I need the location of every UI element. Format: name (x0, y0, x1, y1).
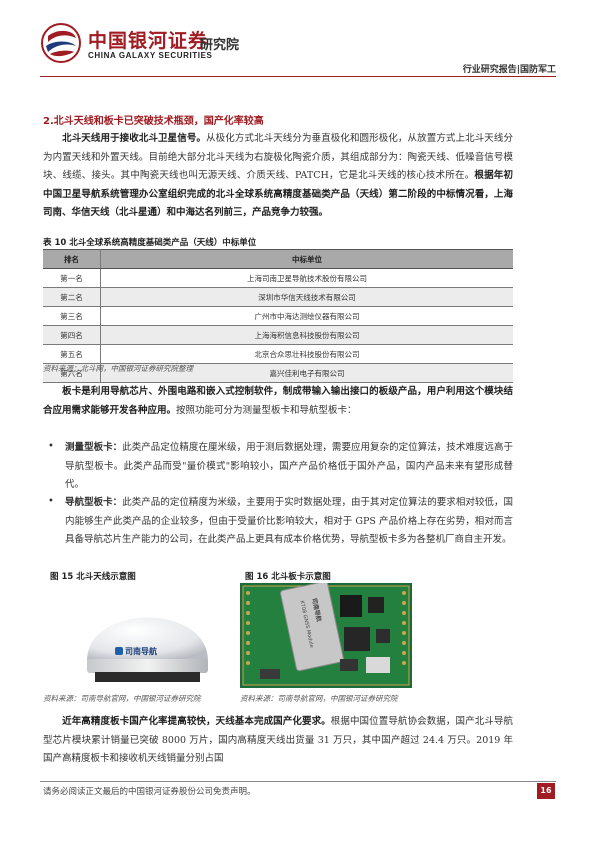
paragraph-antenna: 北斗天线用于接收北斗卫星信号。从极化方式北斗天线分为垂直极化和圆形极化，从放置方… (43, 130, 513, 223)
table-row: 第四名上海海积信息科技股份有限公司 (43, 325, 513, 345)
footer-disclaimer: 请务必阅读正文最后的中国银河证券股份公司免责声明。 (43, 787, 256, 797)
paragraph-localization: 近年高精度板卡国产化率提高较快，天线基本完成国产化要求。根据中国位置导航协会数据… (43, 713, 513, 769)
bullet-marker: • (48, 496, 54, 507)
table-cell-company: 深圳市华信天线技术有限公司 (100, 287, 513, 307)
figure-16-source: 资料来源：司南导航官网，中国银河证券研究院 (240, 694, 398, 703)
table-source: 资料来源：北斗网，中国银河证券研究院整理 (43, 364, 193, 373)
paragraph-lead: 近年高精度板卡国产化率提高较快，天线基本完成国产化要求。 (62, 716, 331, 727)
winners-table: 排名 中标单位 第一名上海司南卫星导航技术股份有限公司 第二名深圳市华信天线技术… (43, 249, 513, 383)
paragraph-lead: 板卡是利用导航芯片、外围电路和嵌入式控制软件，制成带输入输出接口的板级产品，用户… (43, 386, 513, 416)
bullet-nav-board: 导航型板卡：此类产品的定位精度为米级，主要用于实时数据处理，由于其对定位算法的要… (65, 494, 513, 550)
figure-16-caption: 图 16 北斗板卡示意图 (245, 572, 331, 582)
table-cell-company: 广州市中海达测绘仪器有限公司 (100, 306, 513, 326)
table-row: 第五名北京合众思壮科技股份有限公司 (43, 344, 513, 364)
table-row: 第一名上海司南卫星导航技术股份有限公司 (43, 268, 513, 288)
figure-15-caption: 图 15 北斗天线示意图 (50, 572, 136, 582)
bullet-body: 此类产品定位精度在厘米级，用于测后数据处理，需要应用复杂的定位算法，技术难度远高… (65, 442, 513, 491)
bullet-body: 此类产品的定位精度为米级，主要用于实时数据处理，由于其对定位算法的要求相对较低，… (65, 497, 513, 546)
table-row: 第六名嘉兴佳利电子有限公司 (43, 363, 513, 383)
table-row: 第三名广州市中海达测绘仪器有限公司 (43, 306, 513, 326)
logo-text: 中国银河证券 (88, 30, 209, 52)
logo-english: CHINA GALAXY SECURITIES (88, 51, 213, 60)
table-cell-rank: 第三名 (43, 306, 101, 326)
table-caption: 表 10 北斗全球系统高精度基础类产品（天线）中标单位 (43, 238, 257, 248)
antenna-image: 司南导航 (87, 617, 208, 682)
table-cell-rank: 第六名 (43, 363, 101, 383)
figure-15-source: 资料来源：司南导航官网，中国银河证券研究院 (43, 694, 201, 703)
table-header-company: 中标单位 (100, 249, 513, 269)
table-cell-rank: 第四名 (43, 325, 101, 345)
section-title: 2.北斗天线和板卡已突破技术瓶颈，国产化率较高 (43, 116, 264, 127)
footer-divider (40, 781, 556, 782)
paragraph-board: 板卡是利用导航芯片、外围电路和嵌入式控制软件，制成带输入输出接口的板级产品，用户… (43, 383, 513, 420)
table-row: 第二名深圳市华信天线技术有限公司 (43, 287, 513, 307)
table-cell-company: 嘉兴佳利电子有限公司 (100, 363, 513, 383)
table-cell-rank: 第一名 (43, 268, 101, 288)
gnss-board-image: 司南导航 K708 GNSS Module (240, 583, 412, 688)
table-cell-rank: 第五名 (43, 344, 101, 364)
bullet-survey-board: 测量型板卡：此类产品定位精度在厘米级，用于测后数据处理，需要应用复杂的定位算法，… (65, 439, 513, 495)
paragraph-lead: 北斗天线用于接收北斗卫星信号。 (62, 133, 207, 144)
paragraph-emphasis: 根据年初中国卫星导航系统管理办公室组织完成的北斗全球系统高精度基础类产品（天线）… (43, 170, 513, 219)
antenna-brand: 司南导航 (125, 646, 157, 656)
bullet-marker: • (48, 441, 54, 452)
bullet-heading: 测量型板卡： (65, 442, 123, 453)
paragraph-body: 根据中国位置导航协会数据，国产北斗导航型芯片模块累计销量已突破 8000 万片，… (43, 716, 513, 765)
bullet-heading: 导航型板卡： (65, 497, 123, 508)
table-cell-rank: 第二名 (43, 287, 101, 307)
table-cell-company: 上海司南卫星导航技术股份有限公司 (100, 268, 513, 288)
table-header-rank: 排名 (43, 249, 101, 269)
galaxy-logo-icon (41, 23, 81, 63)
header-divider (40, 76, 556, 77)
paragraph-body: 按照功能可分为测量型板卡和导航型板卡： (176, 404, 357, 416)
table-cell-company: 上海海积信息科技股份有限公司 (100, 325, 513, 345)
paragraph-body: 从极化方式北斗天线分为垂直极化和圆形极化，从放置方式上北斗天线分为内置天线和外置… (43, 133, 513, 182)
table-header-row: 排名 中标单位 (43, 249, 513, 269)
report-category: 行业研究报告|国防军工 (462, 65, 556, 75)
table-cell-company: 北京合众思壮科技股份有限公司 (100, 344, 513, 364)
page-number: 16 (537, 783, 555, 799)
institute-label: 研究院 (200, 38, 240, 53)
